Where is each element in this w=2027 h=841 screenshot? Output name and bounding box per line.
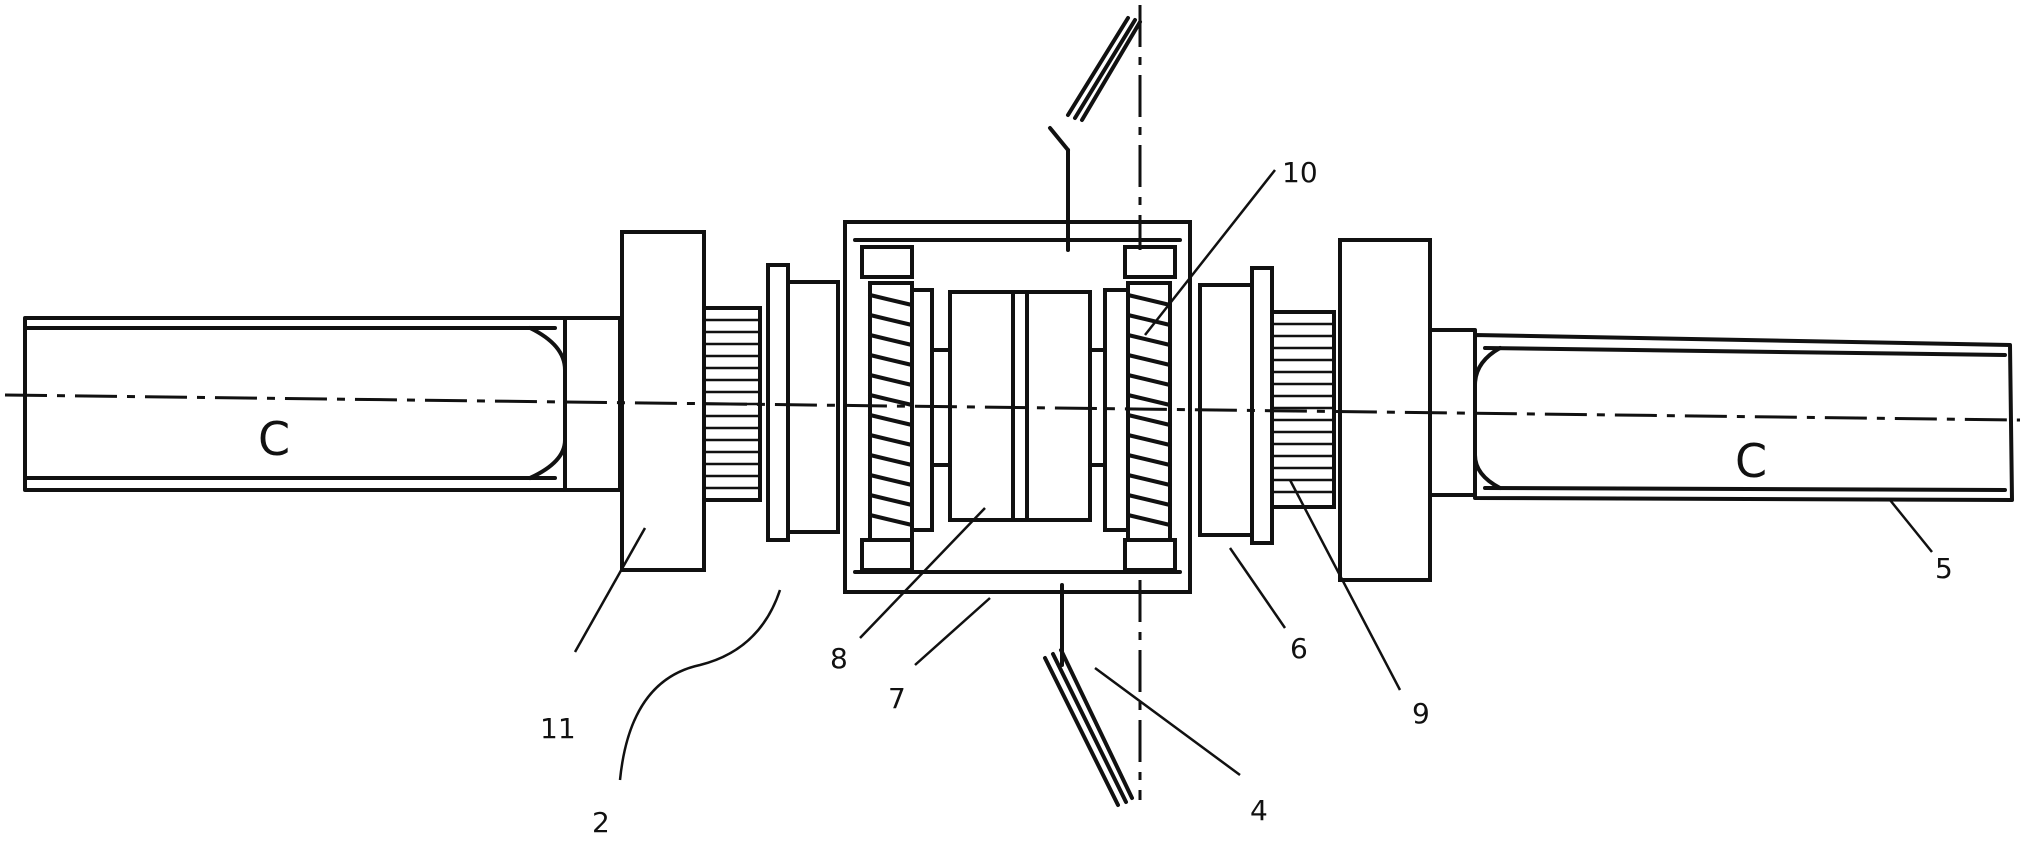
leader-lines — [573, 169, 1933, 781]
left-shaft: C — [23, 316, 622, 492]
right-flange — [1338, 238, 1432, 582]
label-4: 4 — [1250, 794, 1268, 827]
label-8: 8 — [830, 642, 848, 675]
label-10: 10 — [1282, 156, 1318, 189]
label-7: 7 — [888, 682, 906, 715]
left-plate — [766, 263, 840, 542]
center-hub — [930, 290, 1107, 522]
upper-blade — [1066, 16, 1142, 122]
center-line — [4, 393, 2021, 422]
lower-blade — [1043, 648, 1134, 807]
label-11: 11 — [540, 712, 576, 745]
label-9: 9 — [1412, 697, 1430, 730]
label-6: 6 — [1290, 632, 1308, 665]
label-2: 2 — [592, 806, 610, 839]
right-plate — [1198, 266, 1274, 545]
rotation-axis — [1048, 5, 1142, 800]
right-shaft: C — [1428, 328, 2014, 502]
left-gear-ring — [868, 281, 934, 542]
shaft-mark-left: C — [258, 412, 290, 466]
right-gear-ring — [1103, 281, 1172, 542]
left-flange — [620, 230, 706, 572]
label-5: 5 — [1935, 552, 1953, 585]
shaft-mark-right: C — [1735, 434, 1767, 488]
